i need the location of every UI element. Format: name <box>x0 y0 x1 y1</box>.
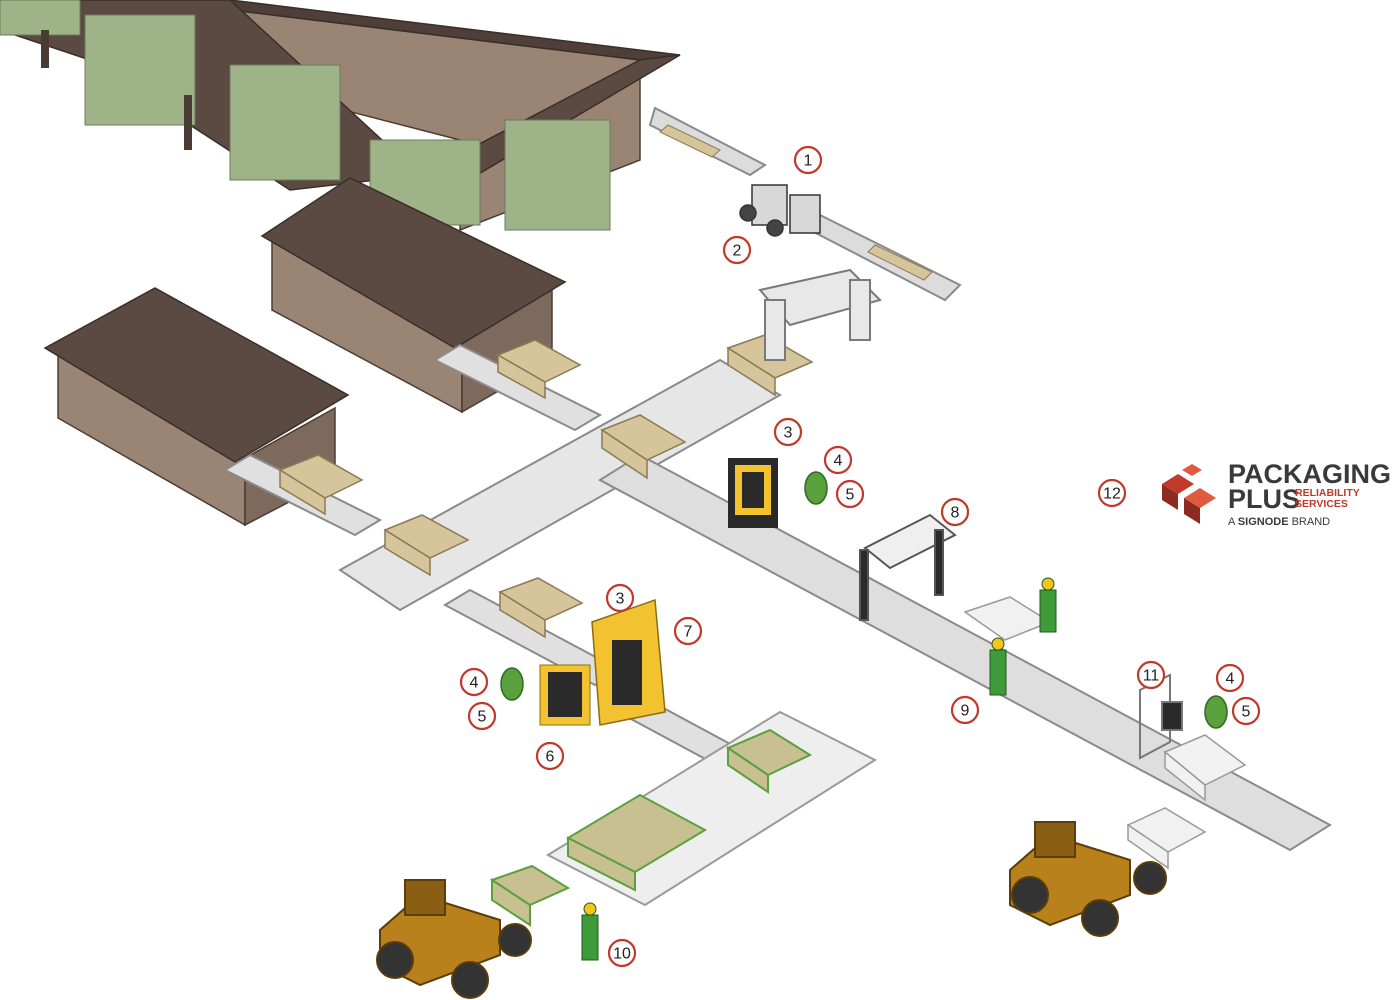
callout-marker-label: 12 <box>1103 486 1121 503</box>
callout-marker-ring <box>722 235 752 265</box>
callout-marker-ring <box>459 667 489 697</box>
callout-marker-label: 3 <box>616 591 625 608</box>
callout-marker-label: 11 <box>1143 668 1160 685</box>
callout-marker-ring <box>1097 478 1127 508</box>
callout-marker-ring <box>535 741 565 771</box>
callout-marker-label: 7 <box>684 624 693 641</box>
callout-marker: 5 <box>467 701 497 731</box>
callout-marker-ring <box>607 938 637 968</box>
logo-line1: PACKAGING <box>1228 459 1392 489</box>
callout-marker-ring <box>793 145 823 175</box>
packaging-plus-logo: PACKAGING PLUS RELIABILITY SERVICES A SI… <box>1156 458 1392 536</box>
callout-marker-label: 1 <box>804 153 813 170</box>
callout-marker-label: 4 <box>834 453 843 470</box>
stretch-hood-wrapper <box>859 513 957 621</box>
callout-marker: 6 <box>535 741 565 771</box>
logo-brand-name: SIGNODE <box>1237 516 1289 528</box>
telehandler-left <box>376 879 532 999</box>
callout-marker: 2 <box>722 235 752 265</box>
callout-marker-ring <box>835 479 865 509</box>
callout-marker-label: 4 <box>470 675 479 692</box>
logo-line2: PLUS <box>1228 484 1301 514</box>
callout-marker-label: 3 <box>784 425 793 442</box>
callout-marker-label: 4 <box>1226 671 1235 688</box>
callout-marker: 3 <box>605 583 635 613</box>
callout-marker: 4 <box>1215 663 1245 693</box>
callout-marker-ring <box>1231 696 1261 726</box>
callout-marker: 12 <box>1097 478 1127 508</box>
lumber-bundle-infeed <box>659 124 933 281</box>
callout-marker-ring <box>773 417 803 447</box>
callout-marker-ring <box>1215 663 1245 693</box>
callout-marker-label: 5 <box>846 487 855 504</box>
bundle-separator <box>758 268 882 361</box>
callout-marker-label: 8 <box>951 505 960 522</box>
callout-marker: 4 <box>823 445 853 475</box>
callout-marker-ring <box>467 701 497 731</box>
logo-brand-line: A SIGNODE BRAND <box>1228 516 1330 528</box>
callout-marker-ring <box>823 445 853 475</box>
strapping-heads-top <box>739 184 821 237</box>
callout-marker-label: 5 <box>478 709 487 726</box>
logo-brand-suffix: BRAND <box>1288 516 1331 528</box>
callout-marker-ring <box>940 497 970 527</box>
storage-shed-large <box>0 0 681 232</box>
callout-marker: 3 <box>773 417 803 447</box>
callout-marker-ring <box>605 583 635 613</box>
logo-tag-line1: RELIABILITY <box>1295 487 1360 499</box>
logo-tag-line2: SERVICES <box>1295 498 1348 510</box>
callout-marker-label: 9 <box>961 703 970 720</box>
callout-marker: 8 <box>940 497 970 527</box>
callout-marker-label: 2 <box>733 243 742 260</box>
logo-mark-icon <box>1162 464 1216 524</box>
callout-marker-ring <box>950 695 980 725</box>
callout-marker: 7 <box>673 616 703 646</box>
callout-marker: 5 <box>1231 696 1261 726</box>
wrapped-bundles <box>963 596 1247 870</box>
callout-marker: 1 <box>793 145 823 175</box>
strap-coils <box>500 471 1228 729</box>
strapping-line-conveyor <box>598 453 1332 852</box>
storage-shed-small <box>43 287 350 527</box>
auto-strapping-machine-upper <box>728 458 778 528</box>
callout-marker: 5 <box>835 479 865 509</box>
callout-marker: 9 <box>950 695 980 725</box>
callout-marker: 11 <box>1136 660 1166 690</box>
callout-marker: 4 <box>459 667 489 697</box>
callout-marker: 10 <box>607 938 637 968</box>
callout-marker-ring <box>1136 660 1166 690</box>
logo-brand-prefix: A <box>1228 516 1238 528</box>
strapped-bundles <box>489 728 813 927</box>
lumber-bundles <box>278 334 814 639</box>
auto-strapping-machine-lower <box>539 598 666 726</box>
callout-marker-label: 6 <box>546 749 555 766</box>
callout-marker-ring <box>673 616 703 646</box>
callout-marker-label: 10 <box>613 946 631 963</box>
logo-tagline: RELIABILITY SERVICES <box>1295 488 1360 510</box>
callout-marker-label: 5 <box>1242 704 1251 721</box>
workers <box>581 577 1057 961</box>
telehandler-right <box>1009 821 1167 937</box>
